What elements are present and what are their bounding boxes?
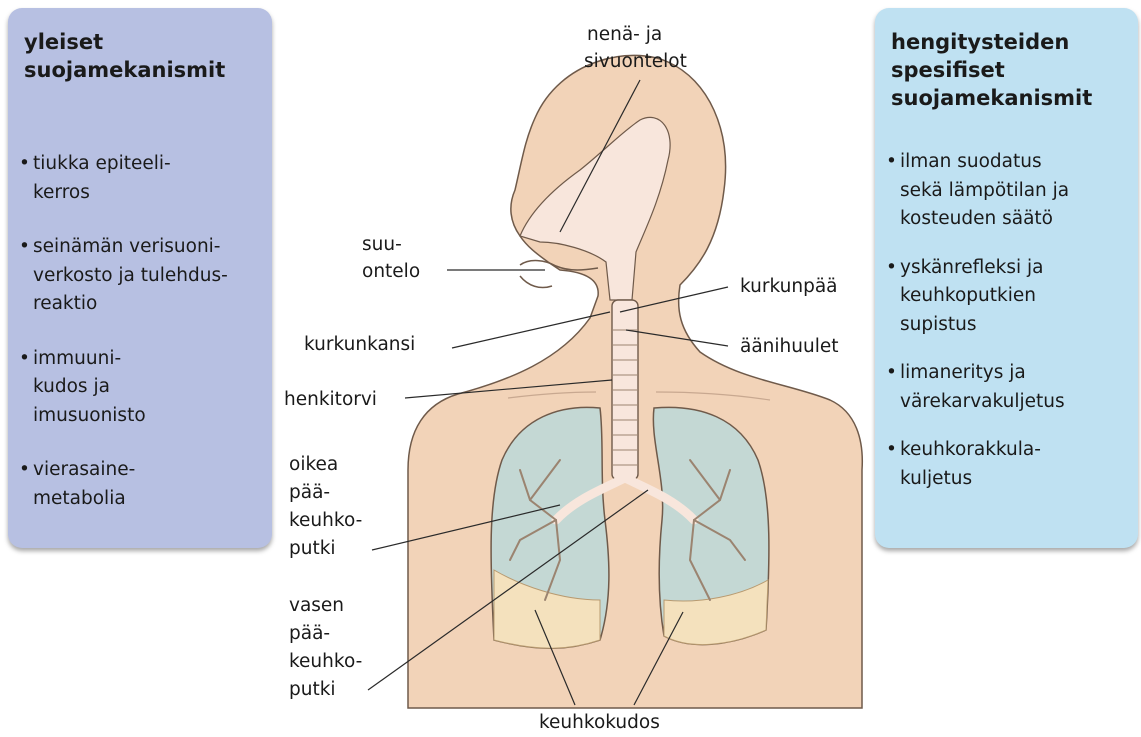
label-nena-line2: sivuontelot <box>584 51 687 72</box>
label-kurkunpaa: kurkunpää <box>740 276 838 297</box>
label-aanihuulet: äänihuulet <box>740 336 839 357</box>
label-oikea-line4: putki <box>289 538 336 559</box>
label-kurkunkansi: kurkunkansi <box>304 334 415 355</box>
label-oikea-line2: pää- <box>289 482 330 503</box>
label-nena-line1: nenä- ja <box>587 24 662 45</box>
label-suu-line1: suu- <box>362 234 402 255</box>
label-oikea-line3: keuhko- <box>289 510 362 531</box>
label-vasen-line3: keuhko- <box>289 651 362 672</box>
label-keuhkokudos: keuhkokudos <box>539 712 660 733</box>
label-henkitorvi: henkitorvi <box>284 389 377 410</box>
label-vasen-line2: pää- <box>289 623 330 644</box>
label-oikea-line1: oikea <box>289 454 338 475</box>
label-suu-line2: ontelo <box>362 261 420 282</box>
label-vasen-line1: vasen <box>289 595 344 616</box>
lip-line <box>520 276 552 288</box>
label-vasen-line4: putki <box>289 679 336 700</box>
